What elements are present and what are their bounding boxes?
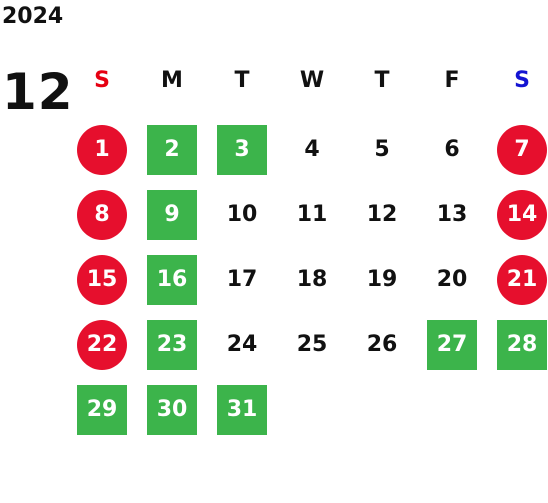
day-cell: 5 [374, 137, 390, 162]
day-cell: 19 [366, 267, 398, 292]
day-cell: 14 [497, 190, 547, 240]
day-cell: 11 [296, 202, 328, 227]
day-cell: 6 [444, 137, 460, 162]
year-label: 2024 [2, 4, 64, 29]
day-cell: 7 [497, 125, 547, 175]
day-cell: 26 [366, 332, 398, 357]
day-cell: 9 [147, 190, 197, 240]
day-cell: 29 [77, 385, 127, 435]
month-label: 12 [2, 63, 74, 121]
day-cell: 10 [226, 202, 258, 227]
weekday-saturday: S [514, 68, 530, 93]
day-cell: 13 [436, 202, 468, 227]
day-cell: 28 [497, 320, 547, 370]
day-cell: 15 [77, 255, 127, 305]
day-cell: 16 [147, 255, 197, 305]
day-cell: 18 [296, 267, 328, 292]
weekday-wednesday: W [299, 68, 325, 93]
day-cell: 20 [436, 267, 468, 292]
weekday-monday: M [161, 68, 183, 93]
weekday-thursday: T [374, 68, 390, 93]
day-cell: 22 [77, 320, 127, 370]
weekday-friday: F [444, 68, 460, 93]
day-cell: 1 [77, 125, 127, 175]
day-cell: 27 [427, 320, 477, 370]
day-cell: 2 [147, 125, 197, 175]
day-cell: 4 [304, 137, 320, 162]
day-cell: 17 [226, 267, 258, 292]
day-cell: 3 [217, 125, 267, 175]
day-cell: 23 [147, 320, 197, 370]
day-cell: 30 [147, 385, 197, 435]
day-cell: 21 [497, 255, 547, 305]
day-cell: 25 [296, 332, 328, 357]
day-cell: 12 [366, 202, 398, 227]
day-cell: 31 [217, 385, 267, 435]
weekday-sunday: S [94, 68, 110, 93]
weekday-tuesday: T [234, 68, 250, 93]
day-cell: 24 [226, 332, 258, 357]
day-cell: 8 [77, 190, 127, 240]
